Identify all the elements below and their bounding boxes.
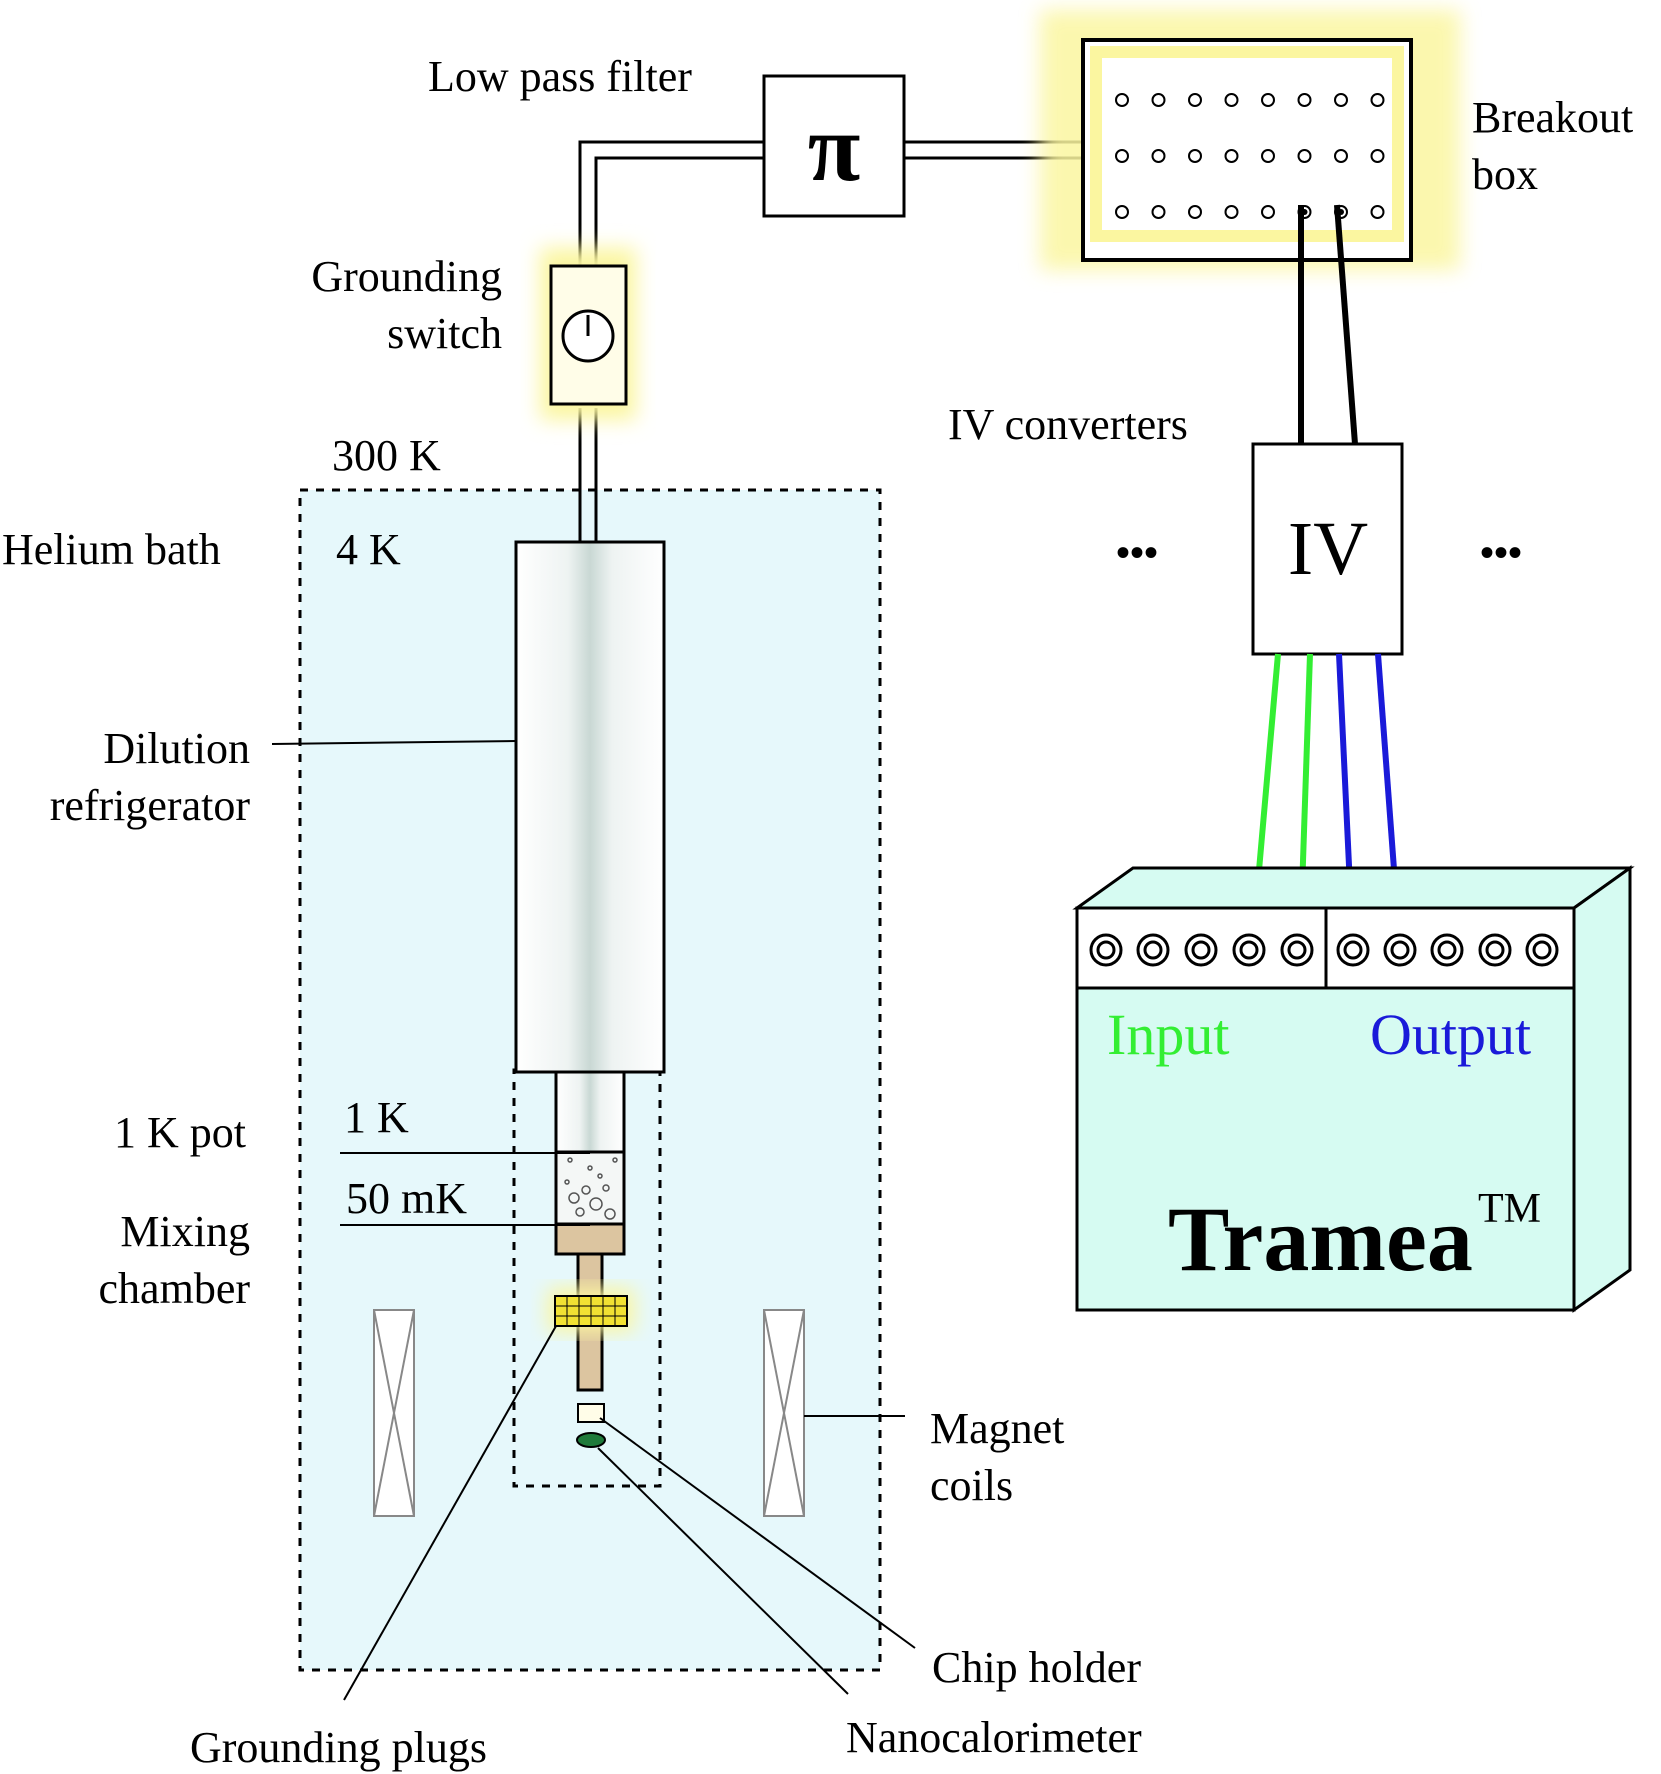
breakout-connector — [1224, 205, 1239, 219]
breakout-connector — [1115, 149, 1129, 163]
tramea-trademark: TM — [1478, 1186, 1541, 1232]
breakout-connector — [1115, 205, 1129, 219]
tramea-port-inner — [1343, 940, 1363, 960]
dilution-refrigerator-label-1: Dilution — [103, 724, 250, 773]
tramea-port-inner — [1191, 940, 1211, 960]
breakout-connector — [1188, 149, 1202, 163]
tramea-ports — [1089, 933, 1559, 967]
low-pass-filter-box — [762, 74, 906, 218]
breakout-connector — [1261, 93, 1275, 107]
breakout-box-inner — [1090, 46, 1404, 242]
breakout-connector — [1334, 93, 1348, 107]
dilution-refrigerator-label-2: refrigerator — [50, 781, 251, 830]
input-label: Input — [1107, 1002, 1229, 1067]
breakout-connector — [1297, 93, 1312, 107]
nanocalorimeter — [576, 1432, 606, 1448]
helium-bath-label: Helium bath — [2, 525, 221, 574]
breakout-connector — [1261, 149, 1275, 163]
magnet-coil-left — [373, 1309, 415, 1517]
grounding-plugs-label: Grounding plugs — [190, 1723, 487, 1772]
breakout-connector — [1115, 93, 1129, 107]
chip-holder — [577, 1403, 605, 1423]
iv-converter-box — [1251, 442, 1404, 656]
tramea-port-inner — [1485, 940, 1505, 960]
one-k-pot-label: 1 K pot — [114, 1108, 246, 1157]
grounding-plug-grid — [555, 1296, 627, 1326]
tramea-logo: Tramea — [1168, 1188, 1473, 1290]
breakout-connector — [1370, 205, 1385, 219]
breakout-connector — [1261, 205, 1275, 219]
breakout-box-label-1: Breakout — [1472, 93, 1633, 142]
leader-lines — [271, 740, 916, 1701]
tramea-port-inner — [1437, 940, 1457, 960]
filter-pi-symbol: π — [808, 94, 861, 201]
breakout-connector — [1334, 149, 1348, 163]
mixing-chamber-label-1: Mixing — [120, 1207, 250, 1256]
ellipsis-right: ••• — [1480, 530, 1522, 575]
wire-switch-to-fridge — [578, 408, 598, 542]
nanocalorimeter-label: Nanocalorimeter — [846, 1713, 1142, 1762]
temp-300k-label: 300 K — [332, 431, 441, 480]
tramea-port-inner — [1143, 940, 1163, 960]
low-pass-filter-label: Low pass filter — [428, 52, 692, 101]
bubbles — [564, 1157, 618, 1220]
tramea-port-inner — [1239, 940, 1259, 960]
breakout-connector — [1370, 93, 1385, 107]
ellipsis-left: ••• — [1116, 530, 1158, 575]
output-label: Output — [1370, 1002, 1531, 1067]
cold-plate — [554, 1222, 626, 1256]
breakout-connector — [1151, 149, 1166, 163]
mixing-chamber-label-2: chamber — [99, 1264, 251, 1313]
tramea-port-inner — [1096, 940, 1116, 960]
chip-holder-label: Chip holder — [932, 1643, 1141, 1692]
breakout-connector — [1188, 93, 1202, 107]
tramea-port-inner — [1287, 940, 1307, 960]
breakout-connector — [1297, 149, 1312, 163]
wire-breakout-to-iv — [1298, 204, 1358, 445]
breakout-connector — [1224, 93, 1239, 107]
iv-converters-label: IV converters — [948, 400, 1188, 449]
temp-4k-label: 4 K — [336, 525, 401, 574]
breakout-connector — [1151, 93, 1166, 107]
breakout-connector — [1151, 205, 1166, 219]
tramea-front — [1075, 986, 1576, 1312]
temp-50mk-label: 50 mK — [346, 1174, 467, 1223]
magnet-coil-right — [763, 1309, 805, 1517]
grounding-switch-label-2: switch — [387, 309, 502, 358]
breakout-connectors — [1115, 93, 1385, 219]
magnet-coils-label-1: Magnet — [930, 1404, 1064, 1453]
temp-1k-label: 1 K — [344, 1093, 409, 1142]
dilution-refrigerator-body — [514, 540, 666, 1074]
breakout-connector — [1188, 205, 1202, 219]
magnet-coils-label-2: coils — [930, 1461, 1013, 1510]
inner-dashed-region — [512, 1068, 662, 1488]
tramea-side — [1572, 865, 1632, 1313]
breakout-box-label-2: box — [1472, 150, 1538, 199]
wire-switch-to-filter — [578, 140, 764, 268]
tramea-port-inner — [1532, 940, 1552, 960]
grounding-switch-label-1: Grounding — [311, 252, 502, 301]
breakout-connector — [1224, 149, 1239, 163]
tramea-port-inner — [1390, 940, 1410, 960]
breakout-connector — [1370, 149, 1385, 163]
tramea-instrument — [1072, 865, 1635, 1313]
tramea-top — [1072, 866, 1635, 910]
iv-symbol: IV — [1288, 507, 1368, 591]
one-k-stage — [554, 1070, 626, 1154]
